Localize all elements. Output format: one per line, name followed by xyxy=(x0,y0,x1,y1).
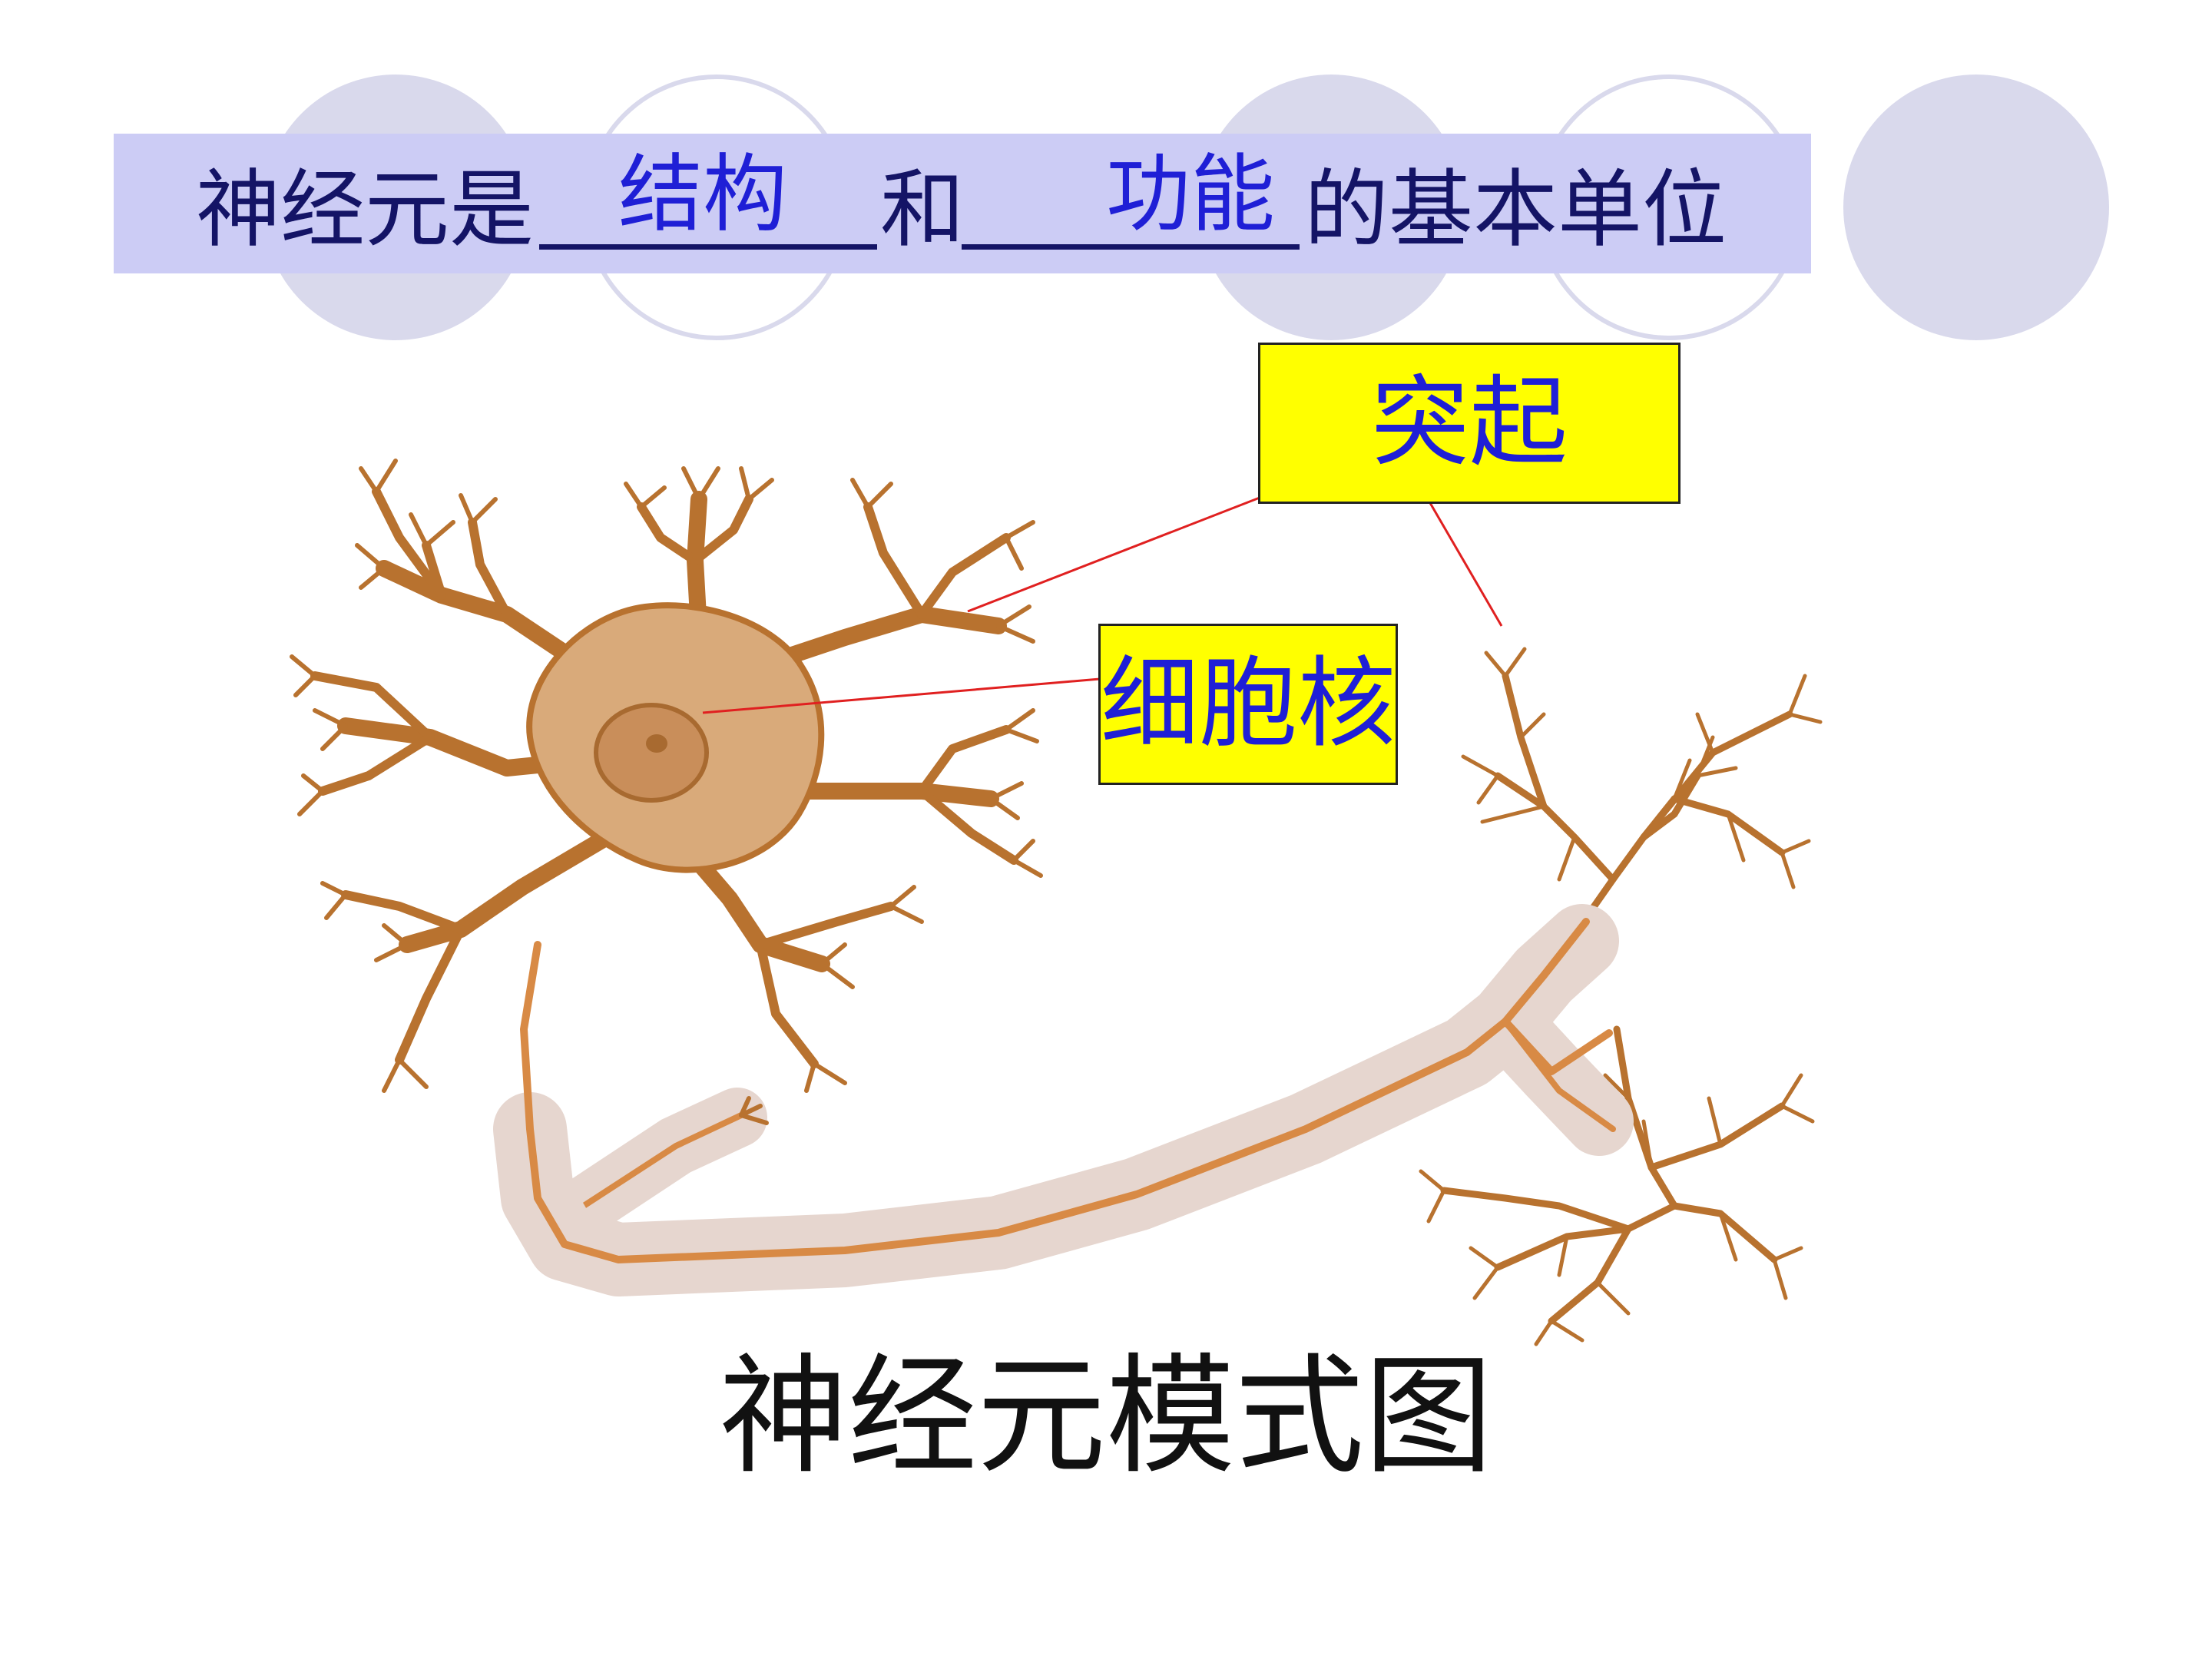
label-process: 突起 xyxy=(1258,343,1681,504)
sentence-prefix: 神经元是 xyxy=(196,161,534,259)
sentence-conjunction: 和 xyxy=(880,161,965,259)
answer-function: 功能 xyxy=(1106,145,1275,243)
leader-lines xyxy=(702,496,1503,714)
nucleolus xyxy=(646,734,667,753)
sentence-suffix: 的基本单位 xyxy=(1304,161,1727,259)
answer-blank-1 xyxy=(539,244,877,250)
answer-blank-2 xyxy=(962,244,1300,250)
diagram-caption: 神经元模式图 xyxy=(719,1341,1493,1492)
title-banner xyxy=(114,134,1811,273)
answer-structure: 结构 xyxy=(618,145,787,243)
axon-terminals xyxy=(1419,647,1823,1346)
label-nucleus: 细胞核 xyxy=(1098,624,1398,785)
axon xyxy=(493,904,1634,1296)
bg-circle-5 xyxy=(1843,75,2109,340)
axon-collateral xyxy=(555,1088,769,1236)
dendrites xyxy=(290,459,1043,1093)
nucleus xyxy=(594,703,709,803)
